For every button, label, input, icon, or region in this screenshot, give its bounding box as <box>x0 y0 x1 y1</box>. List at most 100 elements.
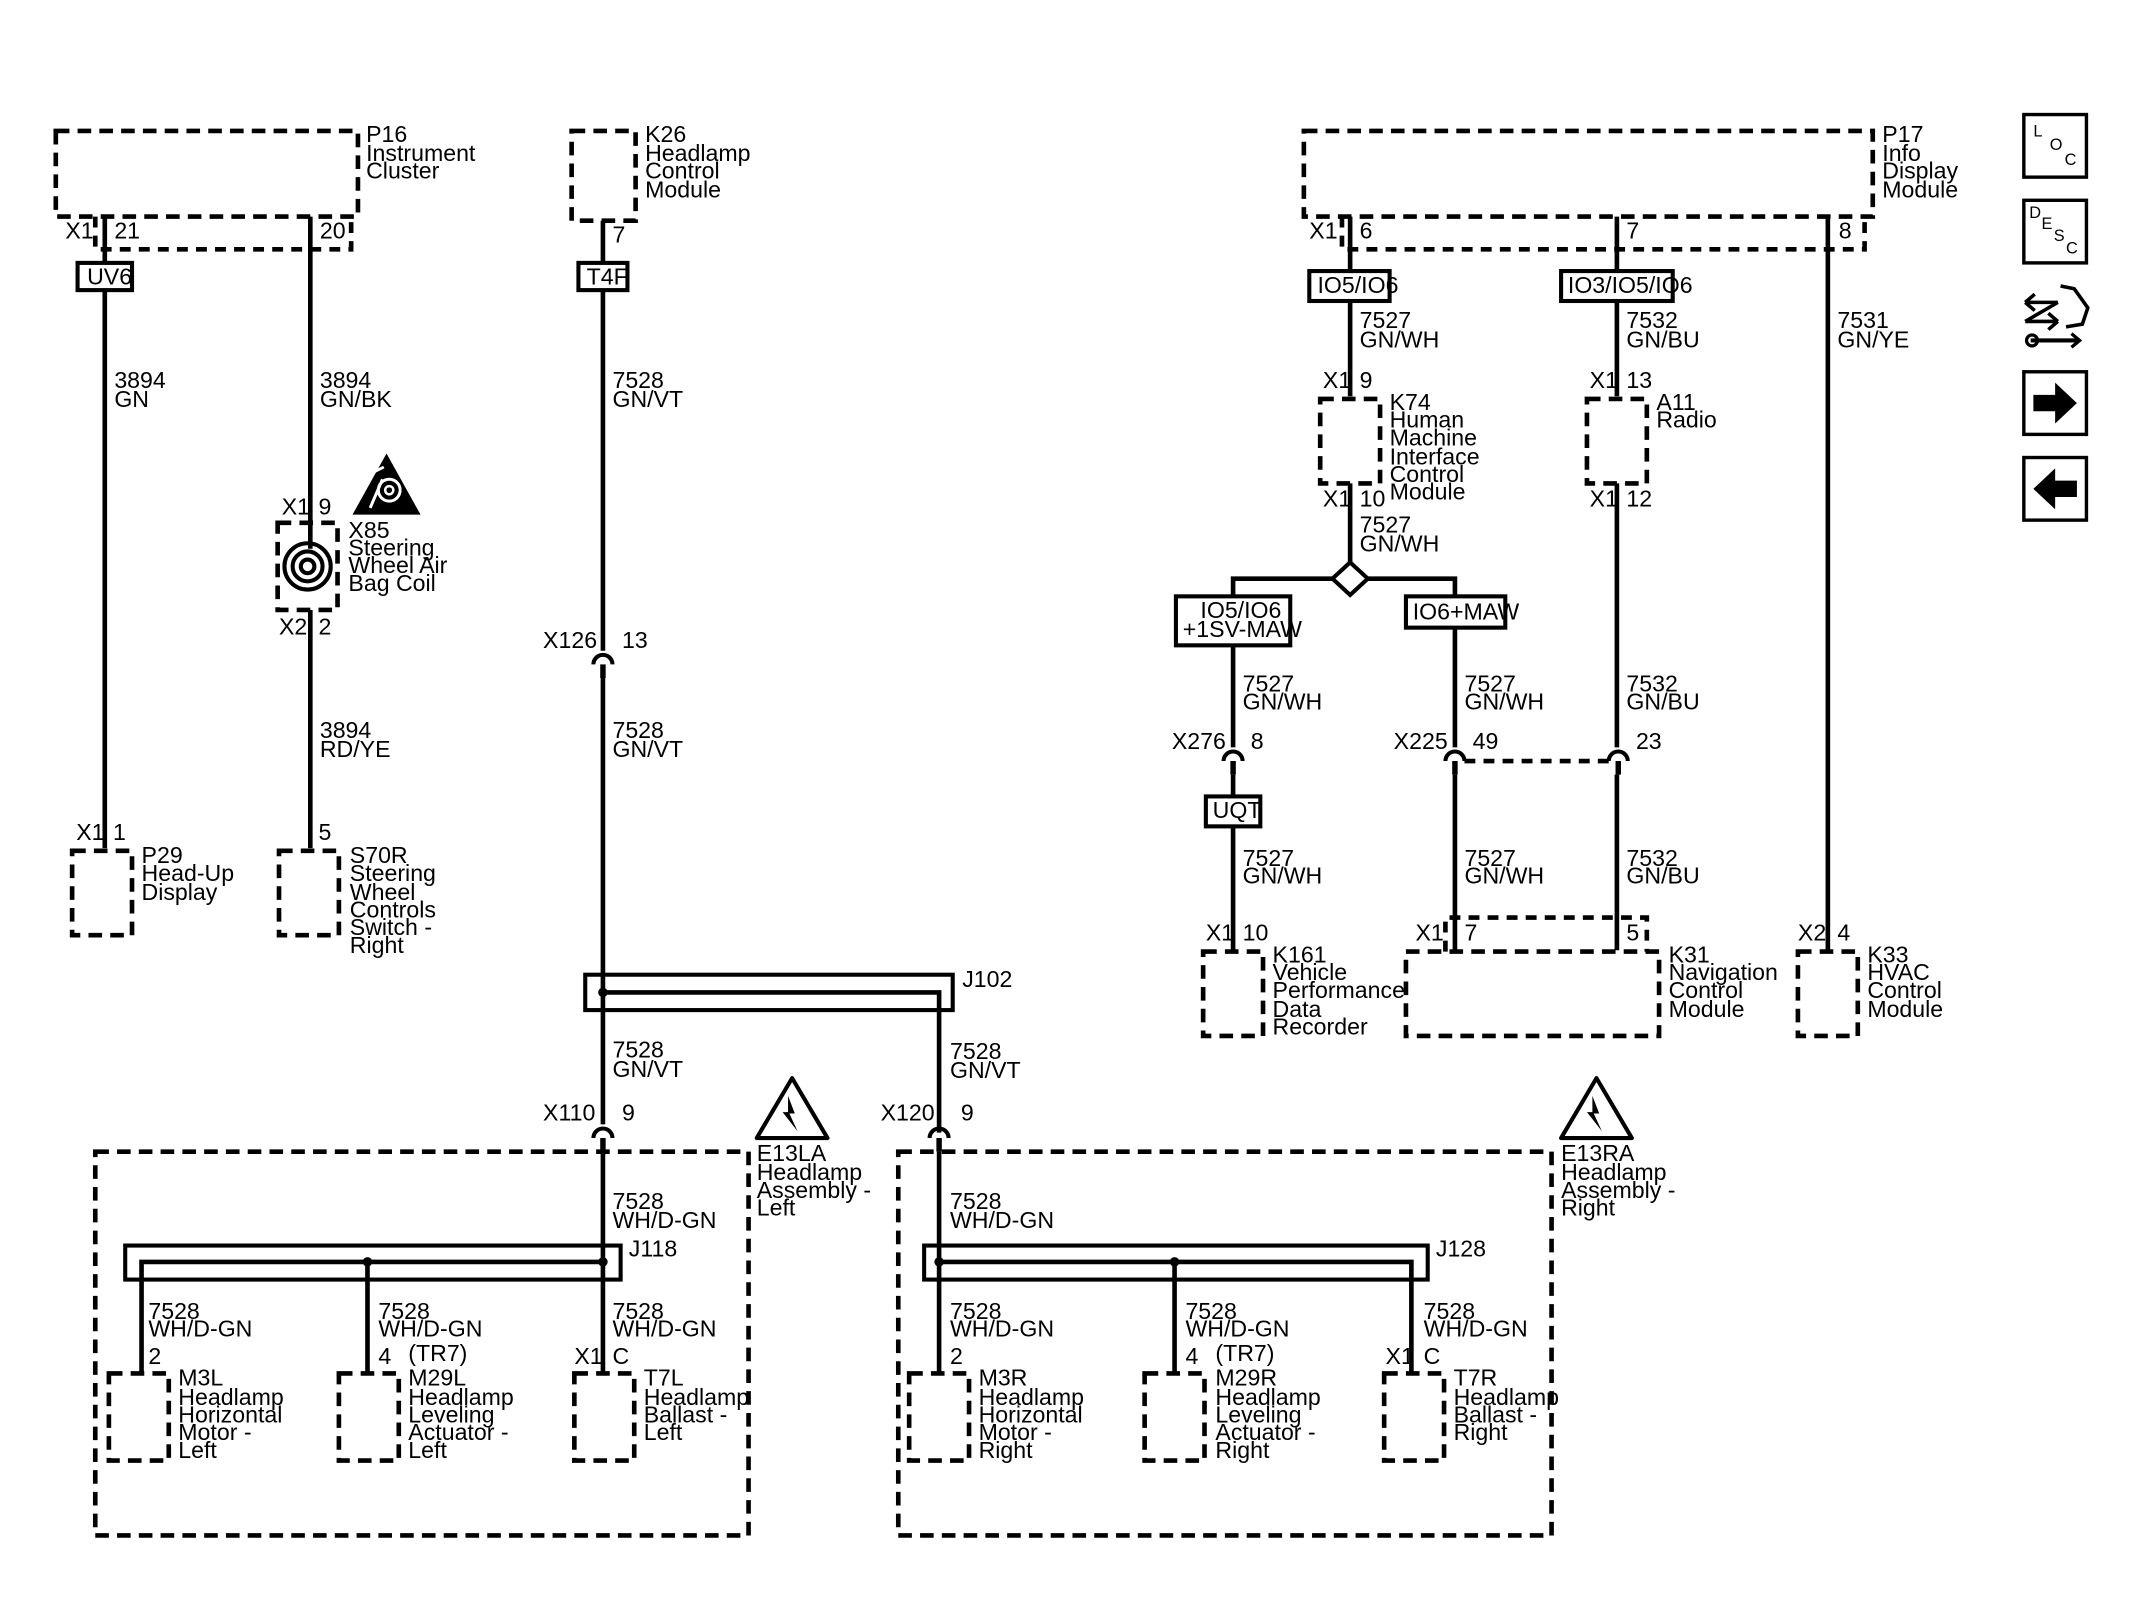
s70r-name-1: Steering <box>350 860 436 886</box>
wire-7527-e-color: GN/WH <box>1464 688 1544 714</box>
m29l-headlamp-leveling-actuator-left: 4 (TR7) M29L Headlamp Leveling Actuator … <box>336 1340 514 1463</box>
x225-pin-23: 23 <box>1636 728 1662 754</box>
p29-pin-1: 1 <box>113 819 126 845</box>
t7r-name-3: Right <box>1454 1419 1509 1445</box>
m3l-name-2: Horizontal <box>178 1401 282 1427</box>
p29-connector-x1: X1 <box>76 819 104 845</box>
e13ra-name-1: Headlamp <box>1561 1159 1666 1185</box>
x110-pin-9: 9 <box>622 1099 635 1125</box>
wire-t7r-color: WH/D-GN <box>1424 1316 1528 1342</box>
p17-connector-x1: X1 <box>1309 217 1337 243</box>
x85-name-3: Bag Coil <box>348 570 435 596</box>
e13ra-headlamp-assembly-right: E13RA Headlamp Assembly - Right <box>895 1140 1675 1538</box>
location-icon[interactable]: L O C <box>2022 112 2089 179</box>
wire-3894-gn: 3894 GN <box>102 216 166 849</box>
k74-name-1: Human <box>1390 407 1465 433</box>
wire-7527-f-color: GN/WH <box>1464 863 1544 889</box>
wire-7532-c-color: GN/BU <box>1626 863 1699 889</box>
option-uv6-label: UV6 <box>87 264 132 290</box>
x276-pin-8: 8 <box>1251 728 1264 754</box>
t7r-headlamp-ballast-right: X1 C T7R Headlamp Ballast - Right <box>1381 1343 1559 1463</box>
m3r-pin-2: 2 <box>950 1343 963 1369</box>
wire-3894-gn-circuit: 3894 <box>114 367 166 393</box>
k161-pin-10: 10 <box>1243 920 1269 946</box>
k26-pin-7: 7 <box>612 221 625 247</box>
a11-name-1: Radio <box>1656 407 1716 433</box>
wire-m29r-circuit: 7528 <box>1185 1298 1236 1324</box>
j118-splice: J118 <box>123 1235 677 1373</box>
option-uv6: UV6 <box>75 260 135 293</box>
option-uqt: UQT <box>1203 794 1263 829</box>
wire-m29l-color: WH/D-GN <box>378 1316 482 1342</box>
p29-head-up-display: X1 1 P29 Head-Up Display <box>69 819 234 938</box>
wire-7527-a-circuit: 7527 <box>1360 307 1411 333</box>
s70r-name-5: Right <box>350 932 405 958</box>
wire-7531-circuit: 7531 <box>1837 307 1888 333</box>
m29l-option-tr7: (TR7) <box>408 1340 467 1366</box>
x85-steering-wheel-air-bag-coil: X1 9 X2 2 X85 Steering Wheel Air Bag Coi… <box>275 494 448 639</box>
wire-7528-whdgn-left-main: 7528 WH/D-GN <box>600 1151 717 1262</box>
wire-m29l-circuit: 7528 <box>378 1298 429 1324</box>
m3l-name-1: Headlamp <box>178 1384 283 1410</box>
m29r-pin-4: 4 <box>1185 1343 1198 1369</box>
k33-name-1: HVAC <box>1867 959 1930 985</box>
loc-letter-c: C <box>2065 151 2077 169</box>
x120-label: X120 <box>881 1099 935 1125</box>
wire-7527-d-circuit: 7527 <box>1243 845 1294 871</box>
wire-t7l-circuit: 7528 <box>612 1298 663 1324</box>
k31-name-3: Module <box>1669 996 1745 1022</box>
high-voltage-warning-icon-left <box>754 1076 830 1141</box>
wire-7532-a11-x225: 7532 GN/BU <box>1614 483 1700 748</box>
wire-7527-b-color: GN/WH <box>1360 530 1440 556</box>
k161-name-2: Performance <box>1273 977 1405 1003</box>
m3l-id: M3L <box>178 1365 223 1391</box>
k31-id: K31 <box>1669 941 1710 967</box>
k31-pin-7: 7 <box>1464 920 1477 946</box>
option-io6-maw: IO6+MAW <box>1403 594 1519 630</box>
option-io3-io5-io6-label: IO3/IO5/IO6 <box>1568 272 1693 298</box>
k31-name-2: Control <box>1669 977 1744 1003</box>
wire-7528-to-x120: 7528 GN/VT <box>950 1038 1021 1083</box>
k74-name-2: Machine <box>1390 424 1477 450</box>
desc-letter-d: D <box>2029 204 2041 222</box>
x85-connector-x2: X2 <box>279 613 307 639</box>
wire-7528-gnvt-upper: 7528 GN/VT <box>600 220 683 651</box>
t7l-name-3: Left <box>644 1419 683 1445</box>
p17-info-display-module: P17 Info Display Module X1 6 7 8 <box>1301 121 1959 252</box>
wire-7528-whdgn-m3l: 7528 WH/D-GN <box>148 1298 252 1342</box>
wire-3894-rdye-circuit: 3894 <box>320 717 372 743</box>
back-arrow-icon[interactable] <box>2022 455 2089 522</box>
desc-letter-c: C <box>2066 239 2078 257</box>
connector-tools-icon[interactable] <box>2024 284 2090 349</box>
k74-connector-x1-bottom: X1 <box>1323 486 1351 512</box>
k26-id: K26 <box>645 121 686 147</box>
x276-label: X276 <box>1172 728 1226 754</box>
p29-name-2: Display <box>142 879 218 905</box>
s70r-name-4: Switch - <box>350 914 432 940</box>
p17-name-2: Display <box>1882 158 1958 184</box>
a11-id: A11 <box>1656 389 1695 415</box>
forward-arrow-icon[interactable] <box>2022 370 2089 437</box>
wire-7528-x120-color: GN/VT <box>950 1057 1021 1083</box>
k74-id: K74 <box>1390 389 1431 415</box>
wire-7532-a-color: GN/BU <box>1626 326 1699 352</box>
e13la-name-3: Left <box>757 1195 796 1221</box>
wire-7528-whdgn-m3r: 7528 WH/D-GN <box>950 1298 1054 1342</box>
description-icon[interactable]: D E S C <box>2022 198 2089 265</box>
m3r-name-3: Motor - <box>979 1419 1052 1445</box>
high-voltage-warning-icon-right <box>1559 1076 1634 1141</box>
t7r-pin-c: C <box>1424 1343 1441 1369</box>
k33-name-3: Module <box>1867 996 1943 1022</box>
e13la-id: E13LA <box>757 1140 827 1166</box>
p17-pin-6: 6 <box>1360 217 1373 243</box>
desc-letter-e: E <box>2042 215 2053 233</box>
t7r-name-2: Ballast - <box>1454 1401 1538 1427</box>
k74-name-5: Module <box>1390 479 1466 505</box>
wire-7528-left-main-circuit: 7528 <box>612 1188 663 1214</box>
wire-m3l-circuit: 7528 <box>148 1298 199 1324</box>
p17-name-1: Info <box>1882 140 1921 166</box>
k31-name-1: Navigation <box>1669 959 1778 985</box>
j128-splice: J128 <box>922 1235 1486 1373</box>
a11-radio: X1 13 X1 12 A11 Radio <box>1584 367 1717 512</box>
k26-name-1: Headlamp <box>645 140 750 166</box>
